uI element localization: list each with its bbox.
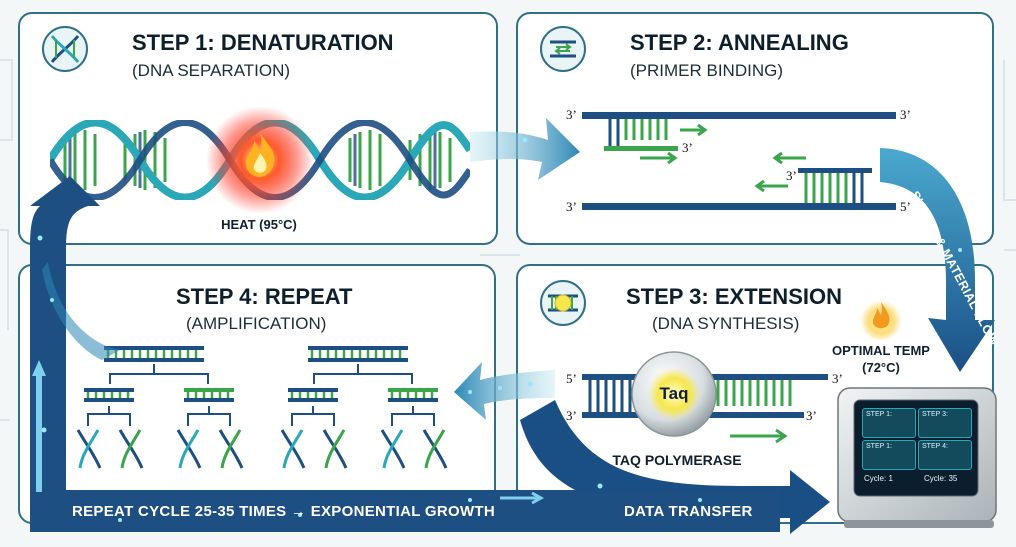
flame-icon — [245, 133, 275, 177]
device-tile: STEP 1: — [862, 440, 916, 470]
thermocycler-device[interactable]: STEP 1: STEP 3: STEP 1: STEP 4: Cycle: 1… — [830, 380, 1010, 530]
amplification-tree — [76, 344, 448, 470]
step-3-title: STEP 3: EXTENSION — [626, 284, 842, 309]
annealing-strands — [582, 112, 896, 210]
device-tile: STEP 4: — [918, 440, 972, 470]
taq-polymerase-label: TAQ POLYMERASE — [612, 452, 742, 468]
step-3-subtitle: (DNA SYNTHESIS) — [652, 314, 800, 333]
step-4-subtitle: (AMPLIFICATION) — [186, 314, 327, 333]
step-2-title: STEP 2: ANNEALING — [630, 30, 849, 55]
annealing-icon — [540, 26, 586, 72]
device-tile: STEP 3: — [918, 408, 972, 438]
extension-icon — [540, 280, 586, 326]
data-transfer-label: DATA TRANSFER — [624, 503, 753, 520]
dna-helix-icon — [42, 26, 88, 72]
taq-label: Taq — [659, 384, 689, 403]
strand-end-label: 3’ — [832, 371, 843, 386]
strand-end-label: 5’ — [566, 371, 577, 386]
device-tile-label: STEP 4: — [922, 443, 948, 450]
repeat-cycle-label: REPEAT CYCLE 25-35 TIMES → EXPONENTIAL G… — [72, 503, 495, 520]
device-tile-label: STEP 1: — [866, 411, 892, 418]
strand-end-label: 3’ — [566, 107, 577, 122]
strand-end-label: 3’ — [682, 140, 693, 155]
strand-end-label: 3’ — [786, 168, 797, 183]
device-screen[interactable]: STEP 1: STEP 3: STEP 1: STEP 4: Cycle: 1… — [858, 404, 974, 492]
step-1-title: STEP 1: DENATURATION — [132, 30, 394, 55]
step-1-subtitle: (DNA SEPARATION) — [132, 61, 291, 80]
device-tile: STEP 1: — [862, 408, 916, 438]
step-2-subtitle: (PRIMER BINDING) — [630, 61, 783, 80]
step-4-title: STEP 4: REPEAT — [176, 284, 353, 309]
strand-end-label: 3’ — [566, 408, 577, 423]
device-tile-label: STEP 3: — [922, 411, 948, 418]
strand-end-label: 3’ — [900, 107, 911, 122]
optimal-temp-label: OPTIMAL TEMP — [832, 343, 930, 358]
device-cycle-end: Cycle: 35 — [924, 474, 958, 483]
heat-label: HEAT (95°C) — [221, 217, 297, 232]
device-cycle-start: Cycle: 1 — [864, 474, 893, 483]
optimal-temp-flame-icon — [860, 298, 902, 340]
device-tile-label: STEP 1: — [866, 443, 892, 450]
strand-end-label: 3’ — [566, 199, 577, 214]
